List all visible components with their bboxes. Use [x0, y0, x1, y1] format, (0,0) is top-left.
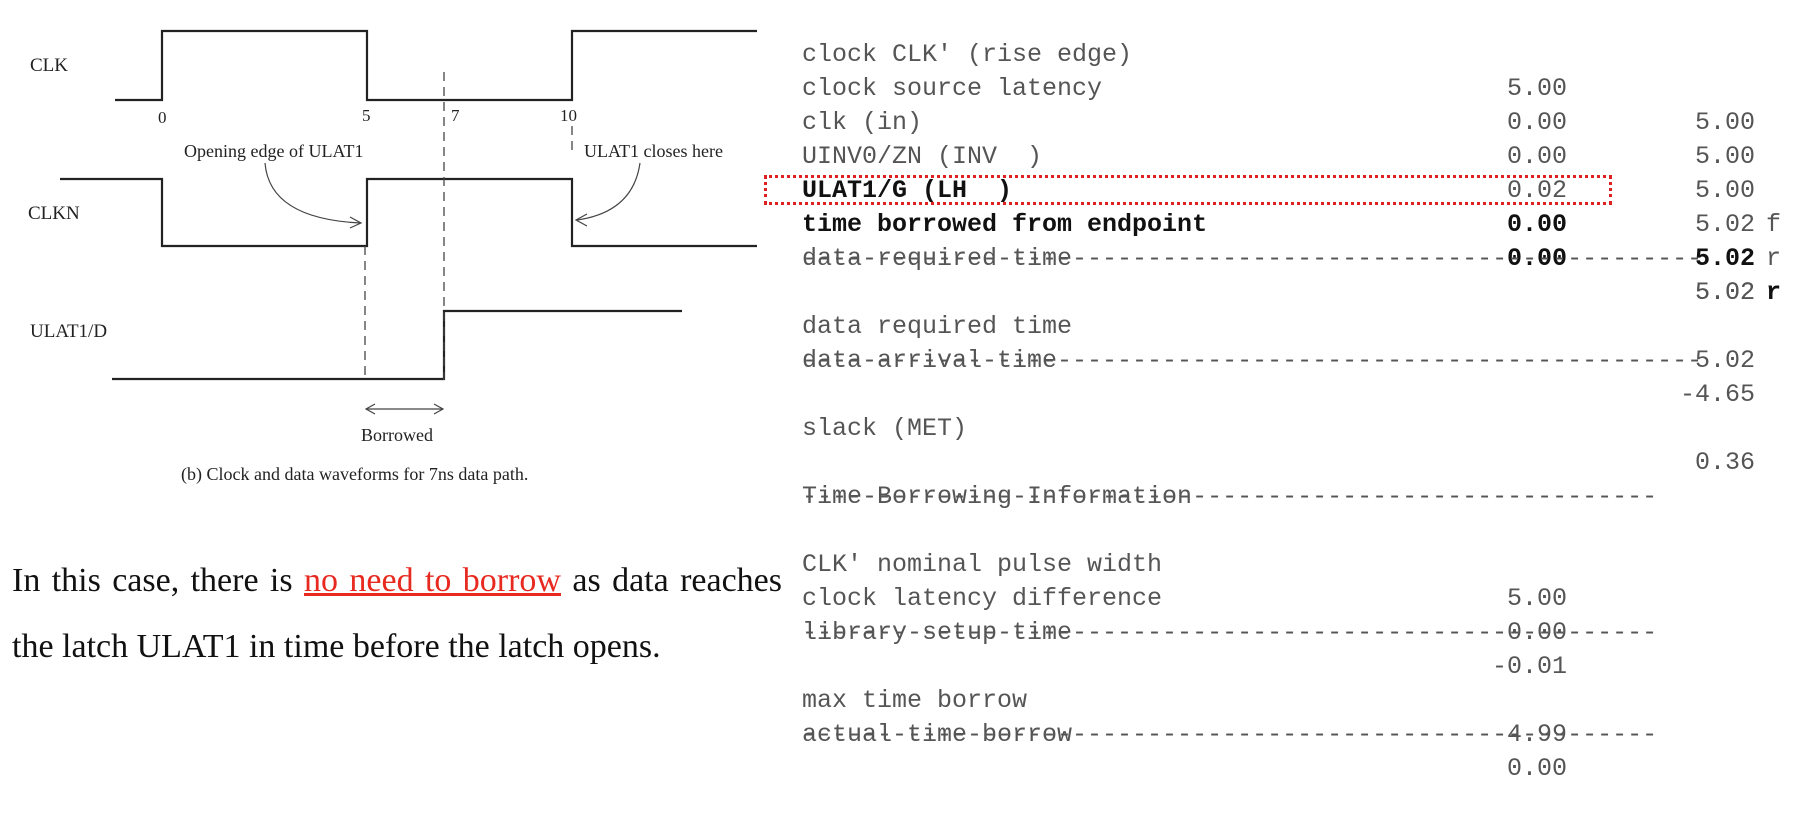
report-row: UINV0/ZN (INV ) 0.02 5.02 r: [802, 106, 1792, 273]
timing-report: clock CLK' (rise edge) 5.00 5.00 clock s…: [764, 4, 1792, 783]
row-label: slack (MET): [802, 414, 968, 443]
row-label: ULAT1/G (LH ): [802, 176, 1013, 205]
row-label: UINV0/ZN (INV ): [802, 142, 1043, 171]
clk-waveform: [115, 29, 757, 102]
report-row-latch-enable: ULAT1/G (LH ) 0.00 5.02 r: [802, 140, 1792, 307]
row-flag: r: [1766, 278, 1782, 307]
row-label: data arrival time: [802, 346, 1058, 375]
signal-label-ulat1-d: ULAT1/D: [30, 321, 107, 342]
row-value: 4.99: [1506, 720, 1567, 749]
row-incr: 0.00: [1506, 108, 1567, 137]
report-row: clk (in) 0.00 5.00 f: [802, 72, 1792, 239]
report-row: data arrival time -4.65: [802, 310, 1792, 409]
borrow-row: CLK' nominal pulse width 5.00: [802, 514, 1792, 613]
row-flag: f: [1766, 210, 1782, 239]
figure-caption: (b) Clock and data waveforms for 7ns dat…: [181, 464, 528, 485]
row-label: clk (in): [802, 108, 923, 137]
row-path: -4.65: [1679, 380, 1755, 409]
row-label: library setup time: [802, 618, 1073, 647]
row-label: max time borrow: [802, 686, 1028, 715]
timing-waveform-diagram: CLK CLKN ULAT1/D 0 5 7 10 Opening edge o…: [28, 29, 757, 485]
borrowed-arrowhead-right: [433, 403, 445, 415]
explanation-paragraph: In this case, there is no need to borrow…: [12, 548, 782, 680]
dash-line: ----------------------------------------…: [802, 720, 1657, 749]
borrow-row: actual time borrow 0.00: [802, 684, 1792, 783]
row-label: clock source latency: [802, 74, 1103, 103]
explanation-text-before: In this case, there is: [12, 562, 304, 599]
borrow-section-title: Time Borrowing Information: [802, 446, 1792, 511]
arrowhead-close: [574, 213, 588, 227]
clkn-waveform: [60, 177, 757, 248]
borrow-title: Time Borrowing Information: [802, 482, 1193, 511]
no-need-to-borrow-emphasis: no need to borrow: [304, 562, 561, 599]
dash-line: ----------------------------------------…: [802, 618, 1657, 647]
row-flag: r: [1766, 244, 1782, 273]
report-row: data required time 5.02: [802, 208, 1792, 307]
row-path: 5.02: [1694, 210, 1755, 239]
annotation-closes-here: ULAT1 closes here: [584, 141, 723, 161]
row-value: 0.00: [1506, 754, 1567, 783]
tick-label-0: 0: [158, 108, 167, 127]
report-row: clock source latency 0.00 5.00: [802, 38, 1792, 171]
blank-row: [802, 412, 1792, 446]
dash-separator: ----------------------------------------…: [802, 616, 1792, 650]
signal-label-clk: CLK: [30, 55, 68, 76]
borrow-row: clock latency difference -0.00: [802, 548, 1792, 647]
row-label: data required time: [802, 312, 1073, 341]
dash-line: ----------------------------------------…: [802, 346, 1703, 375]
annotation-opening-edge: Opening edge of ULAT1: [184, 141, 363, 161]
arrowhead-open: [349, 216, 363, 229]
explanation-text-after: as data reaches the latch ULAT1 in time …: [12, 562, 783, 665]
report-row: clock CLK' (rise edge) 5.00 5.00: [802, 4, 1792, 137]
dash-separator: ----------------------------------------…: [802, 718, 1792, 752]
annotation-arrow-open: [264, 162, 361, 224]
row-path: 5.00: [1694, 176, 1755, 205]
dash-separator: ----------------------------------------…: [802, 242, 1792, 276]
borrow-row: library setup time -0.01: [802, 582, 1792, 681]
row-label: actual time borrow: [802, 720, 1073, 749]
row-incr: 0.00: [1506, 244, 1567, 273]
row-path: 5.00: [1694, 108, 1755, 137]
row-path: 5.02: [1694, 278, 1755, 307]
tick-label-5: 5: [362, 106, 371, 125]
row-label: clock latency difference: [802, 584, 1163, 613]
report-row-slack: slack (MET) 0.36: [802, 378, 1792, 477]
row-value: -0.01: [1491, 652, 1567, 681]
row-label: data required time: [802, 244, 1073, 273]
row-label: CLK' nominal pulse width: [802, 550, 1163, 579]
dash-line: ----------------------------------------…: [802, 482, 1657, 511]
tick-label-7: 7: [451, 106, 460, 125]
data-waveform: [112, 309, 682, 381]
row-label: time borrowed from endpoint: [802, 210, 1208, 239]
dash-separator: ----------------------------------------…: [802, 344, 1792, 378]
report-row-time-borrowed-highlighted: time borrowed from endpoint 0.00 5.02: [764, 174, 1792, 307]
tick-label-10: 10: [560, 106, 577, 125]
row-value: -0.00: [1491, 618, 1567, 647]
signal-label-clkn: CLKN: [28, 203, 80, 224]
annotation-arrow-close: [576, 162, 641, 221]
dash-separator: ----------------------------------------…: [802, 480, 1792, 514]
row-path: 5.00: [1694, 142, 1755, 171]
row-path: 5.02: [1694, 244, 1755, 273]
borrowed-label: Borrowed: [361, 425, 433, 445]
row-incr: 0.00: [1506, 210, 1567, 239]
row-value: 5.00: [1506, 584, 1567, 613]
row-incr: 0.00: [1506, 142, 1567, 171]
row-incr: 0.02: [1506, 176, 1567, 205]
borrow-row: max time borrow 4.99: [802, 650, 1792, 749]
row-path: 0.36: [1694, 448, 1755, 477]
dash-line: ----------------------------------------…: [802, 244, 1703, 273]
report-row: data required time 5.02: [802, 276, 1792, 375]
row-incr: 5.00: [1506, 74, 1567, 103]
borrowed-arrowhead-left: [364, 403, 376, 415]
row-path: 5.02: [1694, 346, 1755, 375]
row-label: clock CLK' (rise edge): [802, 40, 1133, 69]
row-path: 5.02: [1694, 278, 1755, 307]
